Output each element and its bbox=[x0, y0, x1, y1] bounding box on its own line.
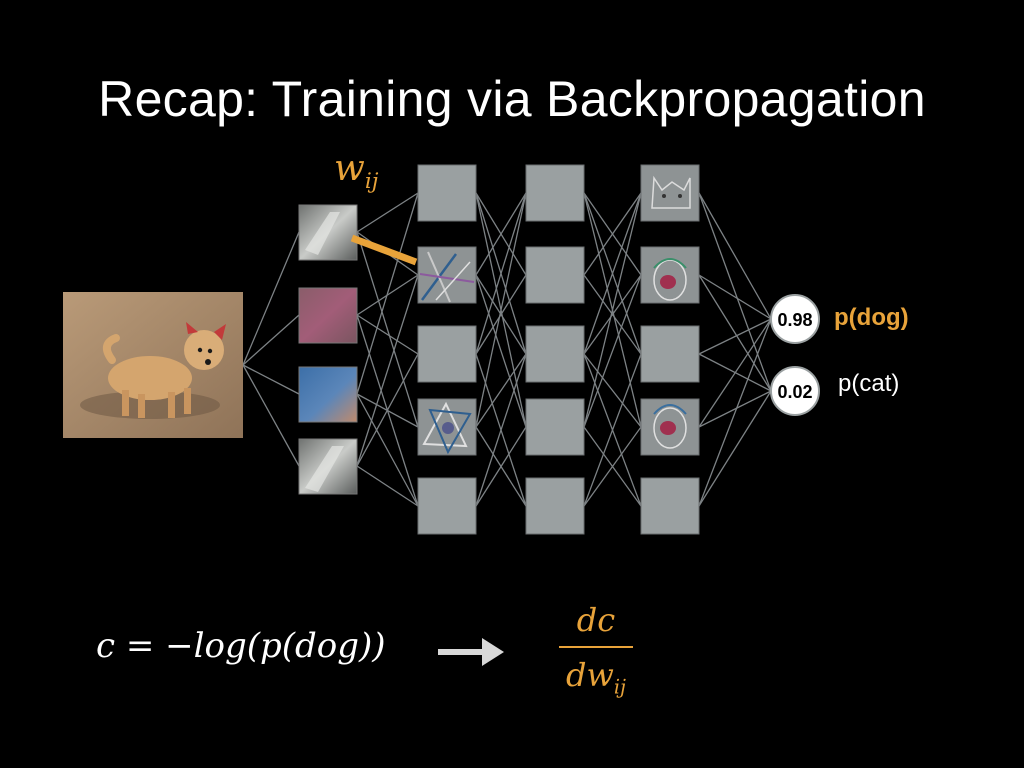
edge-l3-to-l4-6 bbox=[583, 353, 642, 428]
layer-3-node-2 bbox=[525, 325, 585, 383]
dog-input-image bbox=[63, 292, 243, 438]
feature-blob-texture-2 bbox=[653, 404, 687, 449]
edge-l4-to-out-2 bbox=[698, 274, 772, 320]
gradient-numerator: dc bbox=[576, 601, 616, 639]
edge-l4-to-out-9 bbox=[698, 390, 772, 507]
weight-label: wij bbox=[334, 148, 378, 194]
output-label-cat: p(cat) bbox=[838, 370, 900, 397]
edge-l3-to-l4-3 bbox=[583, 274, 642, 428]
gradient-denominator-subscript: ij bbox=[613, 675, 626, 699]
layer-2-node-0 bbox=[417, 164, 477, 222]
edge-image-to-l1-0 bbox=[242, 231, 300, 366]
patch-pink bbox=[298, 287, 358, 344]
layer-2-node-4 bbox=[417, 477, 477, 535]
output-nodes: 0.98 0.02 bbox=[770, 294, 820, 416]
layer-3-node-1 bbox=[525, 246, 585, 304]
fraction-bar bbox=[559, 646, 633, 648]
edge-l1-to-l2-4 bbox=[356, 192, 419, 395]
layer-3-node-4 bbox=[525, 477, 585, 535]
edge-l2-to-l3-2 bbox=[475, 192, 527, 276]
weight-label-base: w bbox=[334, 148, 365, 189]
edge-l2-to-l3-9 bbox=[475, 353, 527, 507]
edge-l4-to-out-8 bbox=[698, 318, 772, 507]
edge-l1-to-l2-8 bbox=[356, 231, 419, 428]
edge-l3-to-l4-12 bbox=[583, 192, 642, 428]
feature-blob-texture-1 bbox=[653, 258, 687, 301]
edge-l4-to-out-4 bbox=[698, 318, 772, 355]
edge-l1-to-l2-0 bbox=[356, 192, 419, 233]
edge-l4-to-out-7 bbox=[698, 390, 772, 428]
edge-l1-to-l2-7 bbox=[356, 465, 419, 507]
edge-l2-to-l3-13 bbox=[475, 192, 527, 355]
feature-lines-texture bbox=[419, 251, 475, 303]
layer-4-node-4 bbox=[640, 477, 700, 535]
hidden-layer-nodes bbox=[417, 164, 700, 535]
layer-2-node-2 bbox=[417, 325, 477, 383]
weight-label-subscript: ij bbox=[364, 169, 379, 195]
output-node-cat bbox=[770, 366, 820, 416]
cost-equation: c = −log(p(dog)) bbox=[96, 626, 386, 666]
output-node-dog bbox=[770, 294, 820, 344]
edge-l3-to-l4-10 bbox=[583, 274, 642, 355]
edge-image-to-l1-2 bbox=[242, 364, 300, 395]
edge-l3-to-l4-13 bbox=[583, 192, 642, 355]
gradient-denominator: dwij bbox=[555, 654, 637, 699]
edge-image-to-l1-1 bbox=[242, 314, 300, 366]
slide-title: Recap: Training via Backpropagation bbox=[98, 71, 926, 127]
highlighted-weight-edge bbox=[350, 234, 418, 266]
edge-l1-to-l2-11 bbox=[356, 274, 419, 467]
edge-l4-to-out-3 bbox=[698, 274, 772, 392]
edge-l4-to-out-1 bbox=[698, 192, 772, 392]
layer-4-node-1 bbox=[640, 246, 700, 304]
gradient-denominator-base: dw bbox=[566, 656, 614, 694]
edge-l1-to-l2-3 bbox=[356, 314, 419, 355]
gradient-fraction: dc dwij bbox=[555, 600, 637, 699]
edge-l1-to-l2-9 bbox=[356, 314, 419, 507]
output-value-cat: 0.02 bbox=[777, 382, 812, 402]
edge-l2-to-l3-6 bbox=[475, 353, 527, 428]
edge-l4-to-out-0 bbox=[698, 192, 772, 320]
edge-l3-to-l4-11 bbox=[583, 426, 642, 507]
feature-cat-face-texture bbox=[651, 175, 691, 209]
feature-star-texture bbox=[422, 401, 472, 455]
layer-4-node-2 bbox=[640, 325, 700, 383]
edge-l3-to-l4-9 bbox=[583, 353, 642, 507]
edge-l1-to-l2-10 bbox=[356, 393, 419, 507]
edge-l3-to-l4-2 bbox=[583, 192, 642, 276]
patch-blue bbox=[298, 366, 358, 423]
network-edges bbox=[242, 192, 772, 507]
edge-l2-to-l3-11 bbox=[475, 426, 527, 507]
output-value-dog: 0.98 bbox=[777, 310, 812, 330]
layer-3-node-3 bbox=[525, 398, 585, 456]
edge-l2-to-l3-3 bbox=[475, 274, 527, 428]
output-label-dog: p(dog) bbox=[834, 304, 909, 331]
edge-l2-to-l3-12 bbox=[475, 192, 527, 428]
right-arrow-icon bbox=[438, 638, 504, 666]
edge-l4-to-out-6 bbox=[698, 318, 772, 428]
layer-1-patches bbox=[298, 204, 358, 495]
edge-l2-to-l3-10 bbox=[475, 274, 527, 355]
edge-image-to-l1-3 bbox=[242, 364, 300, 467]
layer-3-node-0 bbox=[525, 164, 585, 222]
feature-textures bbox=[419, 175, 691, 455]
